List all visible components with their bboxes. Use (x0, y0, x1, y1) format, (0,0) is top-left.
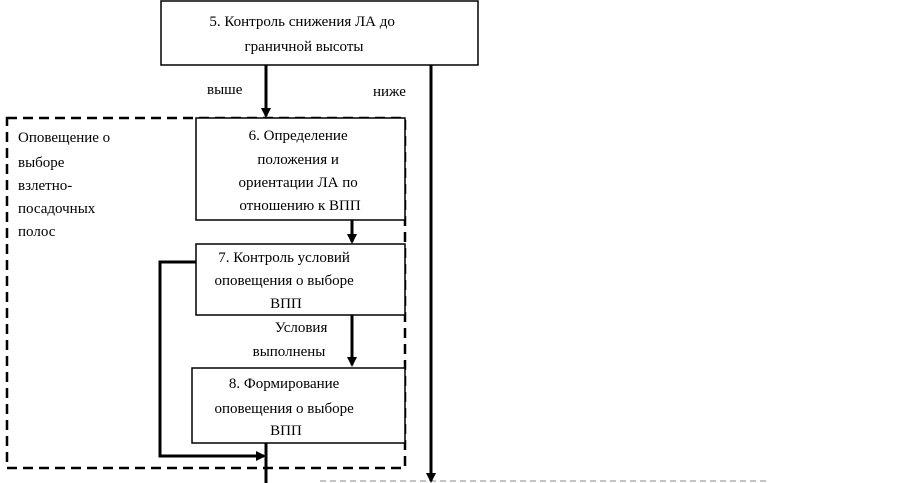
block-6 (195, 117, 406, 221)
label-above: выше (207, 82, 243, 98)
block-7 (195, 243, 406, 316)
label-below: ниже (373, 84, 406, 100)
block-6-text: 6. Определение положения и ориентации ЛА… (239, 128, 362, 214)
block-8 (191, 367, 406, 444)
block-5 (160, 0, 479, 66)
group-label: Оповещение о выборе взлетно- посадочных … (18, 130, 114, 240)
block-5-text: 5. Контроль снижения ЛА до граничной выс… (209, 14, 398, 55)
label-conditions-met: Условия выполнены (253, 320, 332, 360)
block-8-text: 8. Формирование оповещения о выборе ВПП (214, 376, 357, 439)
block-7-text: 7. Контроль условий оповещения о выборе … (214, 250, 357, 312)
bypass-path (158, 260, 266, 461)
